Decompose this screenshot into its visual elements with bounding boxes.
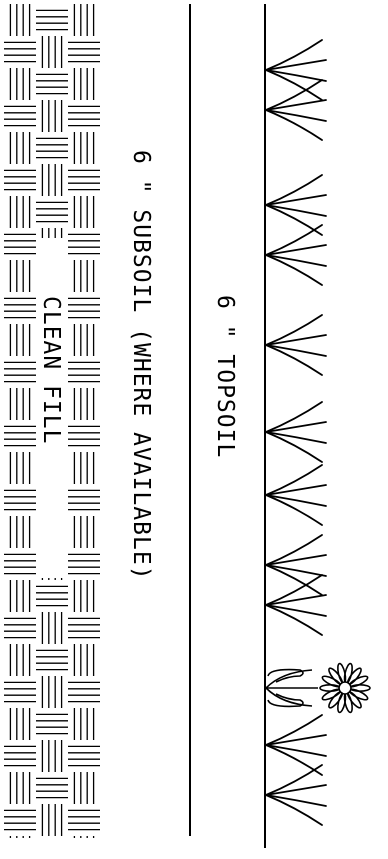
- hatch-cell: [4, 617, 36, 639]
- hatch-cell: [68, 681, 100, 703]
- hatch-cell: [9, 260, 31, 292]
- hatch-cell: [4, 553, 36, 575]
- hatch-cell: [9, 68, 31, 100]
- hatch-cell: [68, 361, 100, 383]
- hatch-cell: [36, 649, 68, 671]
- subsoil-label: 6 " SUBSOIL (WHERE AVAILABLE): [128, 150, 154, 581]
- hatch-cell: [41, 740, 63, 772]
- grass-tuft-icon: [265, 79, 327, 141]
- hatch-cell: [4, 425, 36, 447]
- hatch-cell: [41, 804, 63, 836]
- hatch-cell: [9, 132, 31, 164]
- grass-tuft-icon: [265, 534, 327, 596]
- hatch-cell: [73, 196, 95, 228]
- hatch-cell: [73, 644, 95, 676]
- hatch-cell: [73, 772, 95, 804]
- hatch-cell: [68, 745, 100, 767]
- hatch-cell: [41, 100, 63, 132]
- grass-tuft-icon: [265, 39, 327, 101]
- hatch-cell: [9, 708, 31, 740]
- hatch-cell: [9, 452, 31, 484]
- hatch-cell: [9, 388, 31, 420]
- grass-tuft-icon: [265, 574, 327, 636]
- hatch-cell: [68, 41, 100, 63]
- hatch-cell: [73, 708, 95, 740]
- hatch-cell: [4, 297, 36, 319]
- hatch-cell: [68, 425, 100, 447]
- hatch-cell: [68, 489, 100, 511]
- hatch-cell: [9, 516, 31, 548]
- hatch-cell: [9, 772, 31, 804]
- hatch-cell: [68, 233, 100, 255]
- hatch-cell: [9, 644, 31, 676]
- hatch-cell: [68, 617, 100, 639]
- hatch-cell: [36, 777, 68, 799]
- hatch-cell: [4, 489, 36, 511]
- hatch-cell: [41, 612, 63, 644]
- hatch-cell: [36, 9, 68, 31]
- daisy-flower-icon: [265, 662, 371, 714]
- hatch-cell: [73, 836, 95, 838]
- grass-tuft-icon: [265, 401, 327, 463]
- hatch-cell: [9, 580, 31, 612]
- hatch-cell: [9, 196, 31, 228]
- hatch-cell: [4, 745, 36, 767]
- hatch-cell: [4, 41, 36, 63]
- hatch-cell: [36, 713, 68, 735]
- hatch-cell: [68, 553, 100, 575]
- hatch-cell: [41, 164, 63, 196]
- grass-tuft-icon: [265, 314, 327, 376]
- hatch-cell: [41, 36, 63, 68]
- grass-tuft-icon: [265, 464, 327, 526]
- hatch-cell: [4, 233, 36, 255]
- hatch-cell: [41, 676, 63, 708]
- hatch-cell: [9, 4, 31, 36]
- hatch-cell: [73, 260, 95, 292]
- hatch-cell: [9, 324, 31, 356]
- hatch-cell: [68, 809, 100, 831]
- hatch-cell: [36, 73, 68, 95]
- topsoil-label: 6 " TOPSOIL: [212, 295, 238, 458]
- hatch-cell: [36, 137, 68, 159]
- hatch-cell: [68, 105, 100, 127]
- hatch-cell: [9, 836, 31, 838]
- hatch-cell: [4, 681, 36, 703]
- grass-tuft-icon: [265, 764, 327, 826]
- hatch-cell: [4, 809, 36, 831]
- hatch-cell: [73, 4, 95, 36]
- hatch-cell: [73, 580, 95, 612]
- hatch-cell: [73, 452, 95, 484]
- clean-fill-label: CLEAN FILL: [38, 296, 64, 444]
- hatch-cell: [4, 105, 36, 127]
- hatch-cell: [73, 324, 95, 356]
- hatch-cell: [4, 361, 36, 383]
- hatch-cell: [73, 388, 95, 420]
- clean-fill-label-background: [36, 238, 68, 578]
- hatch-cell: [68, 169, 100, 191]
- grass-tuft-icon: [265, 714, 327, 776]
- hatch-cell: [36, 201, 68, 223]
- hatch-cell: [73, 132, 95, 164]
- hatch-cell: [68, 297, 100, 319]
- grass-tuft-icon: [265, 224, 327, 286]
- hatch-cell: [4, 169, 36, 191]
- grass-tuft-icon: [265, 174, 327, 236]
- hatch-cell: [73, 68, 95, 100]
- hatch-cell: [36, 585, 68, 607]
- grass-tufts: [265, 39, 327, 826]
- hatch-cell: [73, 516, 95, 548]
